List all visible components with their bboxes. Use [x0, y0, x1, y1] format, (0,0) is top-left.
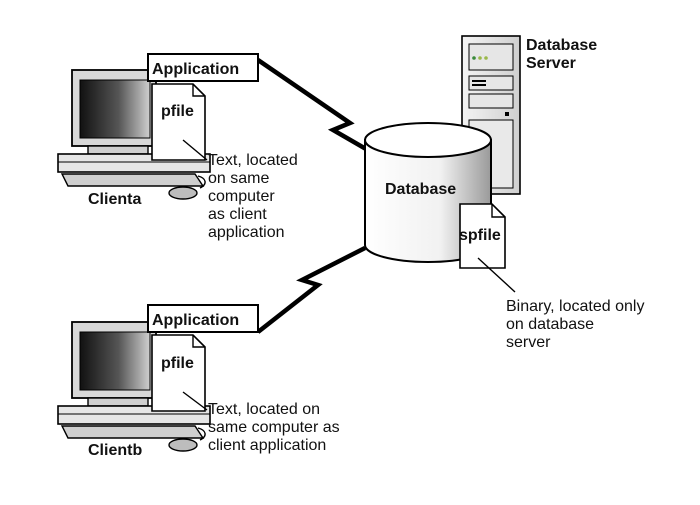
clientb-file-label: pfile: [161, 355, 194, 372]
network-link-clienta: [256, 58, 387, 162]
clienta-callout-line: [182, 139, 208, 161]
clienta-note-line3: computer: [208, 188, 275, 205]
clienta-name-label: Clienta: [88, 191, 141, 208]
clientb-name-label: Clientb: [88, 442, 142, 459]
spfile-label: spfile: [459, 227, 501, 244]
server-label-line1: Database: [526, 37, 597, 54]
clienta-note-line5: application: [208, 224, 285, 241]
clienta-note-line2: on same: [208, 170, 269, 187]
spfile-note-line1: Binary, located only: [506, 298, 644, 315]
network-link-clientb: [256, 245, 367, 334]
spfile-note-line3: server: [506, 334, 551, 351]
clientb-note-line3: client application: [208, 437, 326, 454]
clienta-note-line1: Text, located: [208, 152, 298, 169]
clientb-pfile-document-icon: [151, 334, 206, 412]
clienta-app-label: Application: [152, 61, 239, 78]
clientb-callout-line: [182, 391, 208, 411]
clienta-application-box: [147, 53, 259, 82]
clientb-app-label: Application: [152, 312, 239, 329]
clientb-computer-icon: [57, 321, 211, 452]
clienta-note-line4: as client: [208, 206, 267, 223]
clienta-pfile-document-icon: [151, 83, 206, 161]
database-label: Database: [385, 181, 456, 198]
spfile-document-icon: [459, 203, 506, 269]
spfile-callout-line: [477, 257, 516, 293]
spfile-note-line2: on database: [506, 316, 594, 333]
clientb-application-box: [147, 304, 259, 333]
clientb-note-line2: same computer as: [208, 419, 340, 436]
clientb-note-line1: Text, located on: [208, 401, 320, 418]
server-label-line2: Server: [526, 55, 576, 72]
clienta-file-label: pfile: [161, 103, 194, 120]
